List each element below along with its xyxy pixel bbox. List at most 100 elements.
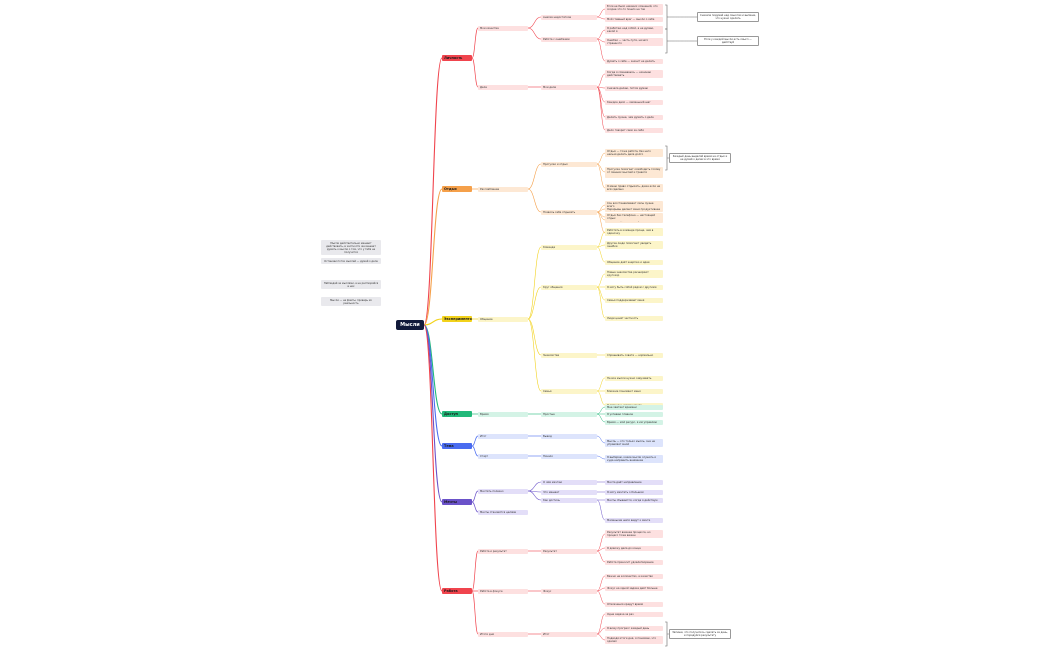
leaf-item[interactable]: Я успеваю главное xyxy=(605,411,663,417)
leaf-item[interactable]: Мой главный враг — мысли о себе xyxy=(605,16,663,22)
branch-dostup[interactable]: Доступ xyxy=(442,411,472,417)
branch-zdorovie[interactable]: Экспериментов xyxy=(442,316,472,322)
leaf-item[interactable]: Сначала делаю, потом думаю xyxy=(605,85,663,91)
leaf-item[interactable]: Я вижу прогресс каждый день xyxy=(605,625,663,631)
left-note[interactable]: Мысли — не факты, проверь их реальность xyxy=(321,297,381,306)
leaf-item[interactable]: Близкие понимают меня xyxy=(605,388,663,394)
left-note[interactable]: Останови поток мыслей — думай о деле xyxy=(321,258,381,264)
leaf-item[interactable]: Я имею право отдыхать, даже если не всё … xyxy=(605,184,663,192)
link-line xyxy=(527,481,542,492)
leaf-item[interactable]: Не все мысли нужно озвучивать xyxy=(605,375,663,381)
branch-rabota[interactable]: Работа xyxy=(442,588,472,594)
topic-item[interactable]: Знакомства xyxy=(541,352,597,358)
leaf-item[interactable]: Каждое дело — маленький шаг xyxy=(605,99,663,105)
leaf-item[interactable]: Новые знакомства расширяют кругозор xyxy=(605,270,663,278)
summary-callout[interactable]: Запиши, что получилось сделать за день, … xyxy=(669,629,731,639)
leaf-item[interactable]: Одна задача за раз xyxy=(605,611,663,617)
topic-item[interactable]: Результат xyxy=(541,548,597,554)
topic-item[interactable]: Команда xyxy=(541,244,597,250)
leaf-item[interactable]: Я довожу дела до конца xyxy=(605,545,663,551)
leaf-item[interactable]: Мечта даёт направление xyxy=(605,479,663,485)
topic-item[interactable]: Итог xyxy=(541,631,597,637)
summary-callout[interactable]: Сначала подумай над смыслом и выпиши, чт… xyxy=(697,12,759,22)
branch-otdyh[interactable]: Отдых xyxy=(442,186,472,192)
leaf-item[interactable]: Подводя итоги дня, я понимаю, что сделал xyxy=(605,636,663,644)
sub-topic[interactable]: Расслабление xyxy=(478,186,528,192)
sub-topic[interactable]: Работа и результат xyxy=(478,548,528,554)
link-line xyxy=(423,57,443,326)
sub-topic[interactable]: Мечтать полезно xyxy=(478,488,528,494)
leaf-item[interactable]: Прогулка помогает освободить голову от л… xyxy=(605,166,663,178)
topic-item[interactable]: Анализ недостатков xyxy=(541,14,597,20)
branch-mechty[interactable]: Мечты xyxy=(442,499,472,505)
topic-item[interactable]: Что мешает xyxy=(541,489,597,495)
link-line xyxy=(596,533,606,552)
topic-item[interactable]: Начало xyxy=(541,453,597,459)
sub-topic[interactable]: Время xyxy=(478,411,528,417)
summary-callout[interactable]: Если у каждой мысли есть смысл — действу… xyxy=(697,36,759,46)
sub-topic[interactable]: Дела xyxy=(478,84,528,90)
leaf-item[interactable]: Мечты сбываются, когда я действую xyxy=(605,497,663,503)
leaf-item[interactable]: Важно не количество, а качество xyxy=(605,573,663,579)
branch-tema[interactable]: Тема xyxy=(442,443,472,449)
leaf-item[interactable]: Отдых — тоже работа, без него нельзя дел… xyxy=(605,149,663,157)
sub-topic[interactable]: Работа в фокусе xyxy=(478,588,528,594)
link-line xyxy=(423,318,443,326)
sub-topic[interactable]: Итоги дня xyxy=(478,631,528,637)
topic-item[interactable]: Как достичь xyxy=(541,497,597,503)
leaf-item[interactable]: Дело говорит само за себя xyxy=(605,127,663,133)
link-line xyxy=(596,211,606,218)
topic-item[interactable]: Позволь себе отдыхать xyxy=(541,209,597,215)
topic-item[interactable]: О чём мечтаю xyxy=(541,479,597,485)
leaf-item[interactable]: Я могу быть собой рядом с другими xyxy=(605,284,663,290)
sub-topic[interactable]: Мечты становятся целями xyxy=(478,509,528,515)
leaf-item[interactable]: Мысль — это только мысль, она не управля… xyxy=(605,439,663,447)
topic-item[interactable]: Мои дела xyxy=(541,84,597,90)
link-line xyxy=(527,16,542,29)
sub-topic[interactable]: Старт xyxy=(478,453,528,459)
sub-topic[interactable]: Итог xyxy=(478,433,528,439)
topic-item[interactable]: Простые xyxy=(541,411,597,417)
leaf-item[interactable]: Семья поддерживает меня xyxy=(605,297,663,303)
leaf-item[interactable]: Мне хватает времени xyxy=(605,404,663,410)
branch-lichnost[interactable]: Личность xyxy=(442,55,472,61)
topic-item[interactable]: Фокус xyxy=(541,588,597,594)
link-line xyxy=(596,455,606,460)
leaf-item[interactable]: Работать в команде проще, чем в одиночку xyxy=(605,228,663,236)
topic-item[interactable]: Прогулки и отдых xyxy=(541,161,597,167)
leaf-item[interactable]: Отвлечения крадут время xyxy=(605,601,663,607)
leaf-item[interactable]: Маленькие шаги ведут к мечте xyxy=(605,517,663,523)
leaf-item[interactable]: Отдых без телефона — настоящий отдых xyxy=(605,213,663,221)
leaf-item[interactable]: Общение даёт энергию и идеи xyxy=(605,259,663,265)
leaf-item[interactable]: Перерывы делают меня продуктивнее xyxy=(605,206,663,212)
topic-item[interactable]: Семья xyxy=(541,388,597,394)
topic-item[interactable]: Работа с ошибками xyxy=(541,36,597,42)
root-node[interactable]: Мысли xyxy=(396,320,424,330)
leaf-item[interactable]: Думать о себе — значит не делать xyxy=(605,58,663,64)
summary-bracket xyxy=(665,145,668,171)
leaf-item[interactable]: Работа приносит удовлетворение xyxy=(605,559,663,565)
leaf-item[interactable]: Я выбираю, какие мысли слушать и куда на… xyxy=(605,455,663,463)
leaf-item[interactable]: Люди ценят честность xyxy=(605,315,663,321)
leaf-item[interactable]: Время — мой ресурс, я им управляю xyxy=(605,419,663,425)
leaf-item[interactable]: Другие люди помогают увидеть ошибки xyxy=(605,241,663,249)
leaf-item[interactable]: Фокус на одной задаче даёт больше xyxy=(605,585,663,591)
link-line xyxy=(596,8,606,18)
sub-topic[interactable]: Мои качества xyxy=(478,25,528,31)
topic-item[interactable]: Вывод xyxy=(541,433,597,439)
sub-topic[interactable]: Общение xyxy=(478,316,528,322)
topic-item[interactable]: Круг общения xyxy=(541,284,597,290)
leaf-item[interactable]: Спрашивать совета — нормально xyxy=(605,352,663,358)
leaf-item[interactable]: Я могу мечтать о большом xyxy=(605,489,663,495)
leaf-item[interactable]: Делать лучше, чем думать о деле xyxy=(605,114,663,120)
summary-callout[interactable]: Каждый день выделяй время на отдых и не … xyxy=(669,153,731,163)
left-note[interactable]: Мысли действительно мешают действовать, … xyxy=(321,240,381,255)
leaf-item[interactable]: Ошибки — часть пути, ничего страшного xyxy=(605,38,663,46)
leaf-item[interactable]: Если не было никаких сомнений, это скоре… xyxy=(605,3,663,15)
left-note[interactable]: Наблюдай за мыслями, а не растворяйся в … xyxy=(321,280,381,289)
link-line xyxy=(596,73,606,88)
leaf-item[interactable]: Результат важнее процесса, но процесс то… xyxy=(605,530,663,538)
link-line xyxy=(596,86,606,131)
leaf-item[interactable]: Я работаю над собой, а не думаю, какой я xyxy=(605,26,663,34)
leaf-item[interactable]: Когда я сомневаюсь — начинаю действовать xyxy=(605,70,663,78)
